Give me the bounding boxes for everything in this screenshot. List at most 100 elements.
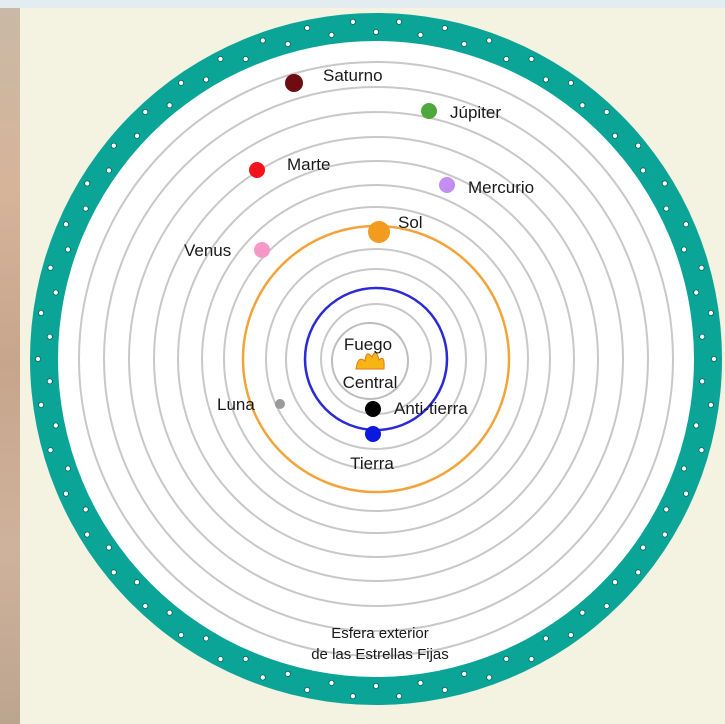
earth-label: Tierra — [350, 454, 394, 473]
star-dot — [166, 102, 173, 109]
gray-orbit-ring — [285, 268, 467, 450]
star-dot — [441, 25, 448, 32]
fixed-stars-label-line2: de las Estrellas Fijas — [311, 646, 449, 663]
star-dot — [372, 28, 379, 35]
venus-marker — [254, 242, 270, 258]
gray-orbit-ring — [78, 61, 674, 657]
saturn-label: Saturno — [323, 66, 383, 85]
star-dot — [46, 378, 53, 385]
star-dot — [349, 18, 356, 25]
star-dot — [640, 544, 647, 551]
star-dot — [203, 635, 210, 642]
anti-earth-marker — [365, 401, 381, 417]
gray-orbit-ring — [103, 86, 649, 632]
star-dot — [579, 609, 586, 616]
star-dot — [259, 37, 266, 44]
star-dot — [38, 309, 45, 316]
star-dot — [47, 447, 54, 454]
star-dot — [528, 656, 535, 663]
star-dot — [284, 670, 291, 677]
star-dot — [681, 246, 688, 253]
gray-orbit-ring — [177, 160, 575, 558]
star-dot — [567, 632, 574, 639]
star-dot — [52, 289, 59, 296]
star-dot — [603, 603, 610, 610]
star-dot — [603, 109, 610, 116]
central-fire-label-line2: Central — [343, 373, 398, 392]
star-dot — [693, 422, 700, 429]
star-dot — [486, 37, 493, 44]
star-dot — [349, 693, 356, 700]
central-fire-ring — [331, 322, 409, 400]
star-dot — [663, 506, 670, 513]
fixed-stars-label-line1: Esfera exterior — [331, 625, 429, 642]
star-dot — [38, 401, 45, 408]
star-dot — [663, 205, 670, 212]
star-dot — [503, 655, 510, 662]
moon-marker — [275, 399, 285, 409]
star-dot — [635, 142, 642, 149]
star-dot — [52, 422, 59, 429]
star-dot — [47, 264, 54, 271]
central-fire-label-line1: Fuego — [344, 335, 392, 354]
moon-label: Luna — [217, 395, 255, 414]
star-dot — [203, 76, 210, 83]
left-edge-image-fragment — [0, 8, 20, 724]
star-dot — [242, 655, 249, 662]
star-dot — [64, 246, 71, 253]
star-dot — [461, 41, 468, 48]
star-dot — [82, 506, 89, 513]
star-dot — [417, 680, 424, 687]
star-dot — [528, 55, 535, 62]
star-dot — [635, 569, 642, 576]
star-dot — [328, 680, 335, 687]
top-edge-strip — [0, 0, 725, 8]
star-dot — [63, 221, 70, 228]
mercury-label: Mercurio — [468, 178, 534, 197]
star-dot — [542, 76, 549, 83]
star-dot — [217, 55, 224, 62]
sun-label: Sol — [398, 213, 423, 232]
star-dot — [486, 674, 493, 681]
star-dot — [683, 490, 690, 497]
star-dot — [579, 102, 586, 109]
star-dot — [105, 167, 112, 174]
star-dot — [142, 109, 149, 116]
star-dot — [699, 333, 706, 340]
fixed-star-dots — [35, 18, 718, 700]
star-dot — [612, 579, 619, 586]
star-dot — [84, 531, 91, 538]
star-dot — [105, 544, 112, 551]
star-dot — [640, 167, 647, 174]
star-dot — [396, 18, 403, 25]
jupiter-label: Júpiter — [450, 103, 501, 122]
gray-orbit-ring — [265, 248, 487, 470]
star-dot — [567, 79, 574, 86]
star-dot — [133, 579, 140, 586]
star-dot — [46, 333, 53, 340]
saturn-marker — [285, 74, 303, 92]
star-dot — [110, 142, 117, 149]
star-dot — [461, 670, 468, 677]
star-dot — [699, 378, 706, 385]
star-dot — [142, 603, 149, 610]
flame-icon — [355, 352, 385, 370]
earth-marker — [365, 426, 381, 442]
star-dot — [259, 674, 266, 681]
star-dot — [707, 401, 714, 408]
star-dot — [396, 693, 403, 700]
mars-marker — [249, 162, 265, 178]
jupiter-marker — [421, 103, 437, 119]
star-dot — [711, 355, 718, 362]
star-dot — [503, 56, 510, 63]
star-dot — [63, 490, 70, 497]
star-dot — [133, 132, 140, 139]
star-dot — [661, 180, 668, 187]
star-dot — [681, 465, 688, 472]
star-dot — [372, 683, 379, 690]
star-dot — [178, 79, 185, 86]
star-dot — [242, 56, 249, 63]
star-dot — [328, 32, 335, 39]
star-dot — [542, 635, 549, 642]
